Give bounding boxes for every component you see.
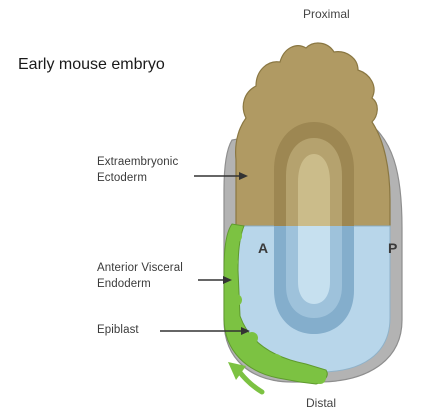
proximal-label: Proximal [303, 8, 350, 22]
epiblast-label: Epiblast [97, 324, 139, 337]
proamniotic-cavity [298, 226, 330, 304]
ave-cell [270, 354, 282, 366]
ave-cell [246, 332, 258, 344]
extraembryonic-label-line2: Ectoderm [97, 172, 147, 185]
diagram-title: Early mouse embryo [18, 56, 165, 74]
distal-label: Distal [306, 397, 336, 411]
ave-cell [230, 294, 242, 306]
extraembryonic-label-line1: Extraembryonic [97, 156, 178, 169]
anterior-label: A [258, 240, 268, 256]
ave-label-line1: Anterior Visceral [97, 262, 183, 275]
ave-cell [294, 366, 306, 378]
posterior-label: P [388, 240, 397, 256]
extraembryonic-pointer [194, 172, 248, 180]
inner-core-gold-light [298, 154, 330, 226]
ave-cell [226, 256, 238, 268]
ave-cell [228, 229, 242, 243]
ave-cell [314, 372, 326, 384]
ave-label-line2: Endoderm [97, 278, 151, 291]
